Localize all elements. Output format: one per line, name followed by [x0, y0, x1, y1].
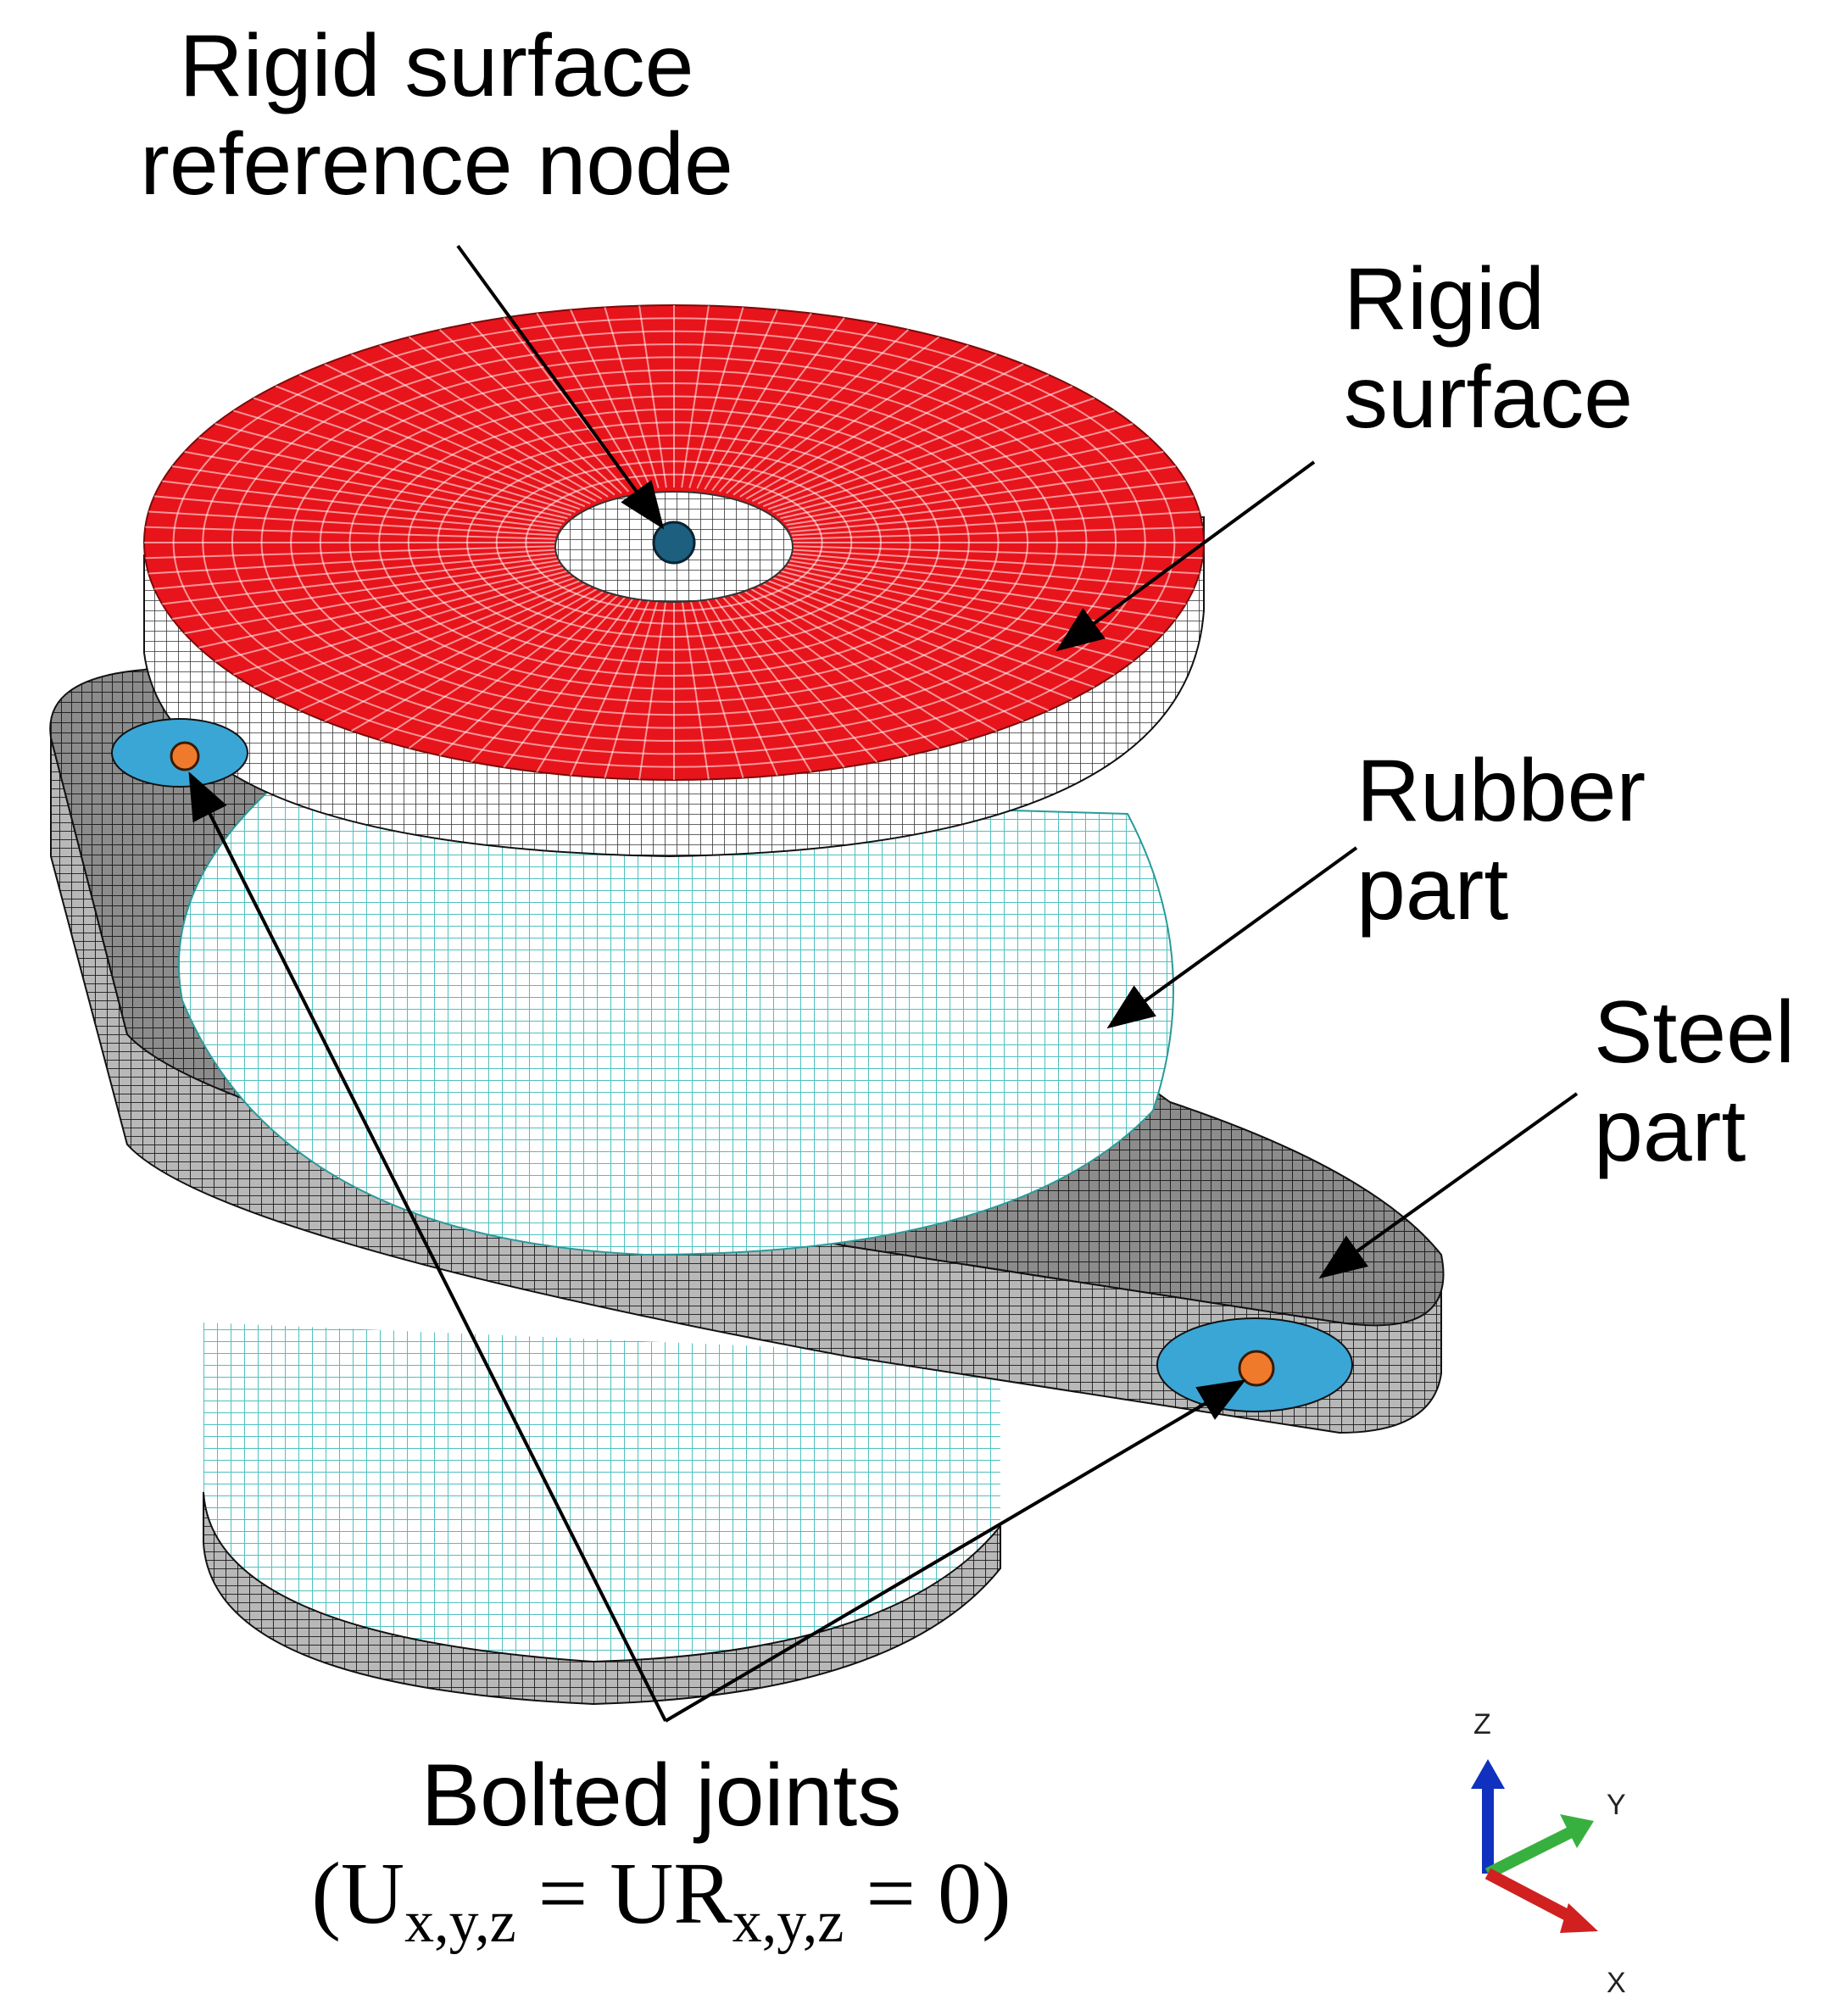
condition-end: = 0) — [844, 1845, 1011, 1943]
arrow-rubber-part — [1106, 846, 1358, 1029]
condition-u-sub: x,y,z — [404, 1890, 516, 1956]
label-rigid-surface: Rigid surface — [1344, 250, 1633, 448]
reference-node-marker — [652, 521, 696, 565]
bolt-left — [111, 718, 248, 788]
axis-label-z: Z — [1473, 1708, 1491, 1740]
axis-label-x: X — [1607, 1967, 1626, 1999]
label-ref-node: Rigid surface reference node — [114, 17, 759, 214]
bolt-right — [1156, 1317, 1353, 1412]
arrow-ref-node — [456, 244, 665, 530]
label-rigid-surface-line1: Rigid — [1344, 250, 1545, 348]
rubber-upper — [177, 787, 1174, 1256]
label-rubber-part-line2: part — [1356, 840, 1509, 939]
label-ref-node-line1: Rigid surface — [179, 17, 694, 115]
leader-lines — [188, 244, 1579, 1723]
label-rigid-surface-line2: surface — [1344, 348, 1634, 448]
label-rubber-part-line1: Rubber — [1356, 742, 1646, 840]
condition-u: (U — [311, 1845, 405, 1943]
label-steel-part-line1: Steel — [1594, 983, 1796, 1082]
rigid-disk — [143, 304, 1205, 858]
arrow-rigid-surface — [1056, 460, 1316, 652]
rubber-lower — [203, 1323, 1001, 1706]
label-ref-node-line2: reference node — [140, 115, 733, 214]
label-steel-part: Steel part — [1594, 983, 1795, 1181]
arrow-steel-part — [1318, 1092, 1579, 1279]
condition-ur-sub: x,y,z — [732, 1890, 844, 1956]
axis-label-y: Y — [1607, 1789, 1626, 1821]
bolted-joints-condition: (Ux,y,z = URx,y,z = 0) — [195, 1845, 1128, 1956]
condition-ur: = UR — [515, 1845, 732, 1943]
arrow-bolt-left — [188, 771, 667, 1722]
label-bolted-joints-line1: Bolted joints — [421, 1746, 902, 1845]
label-rubber-part: Rubber part — [1356, 742, 1646, 939]
label-bolted-joints: Bolted joints (Ux,y,z = URx,y,z = 0) — [195, 1746, 1128, 1957]
arrow-bolt-right — [664, 1379, 1246, 1723]
axis-triad — [1471, 1759, 1598, 1933]
label-steel-part-line2: part — [1594, 1082, 1746, 1181]
